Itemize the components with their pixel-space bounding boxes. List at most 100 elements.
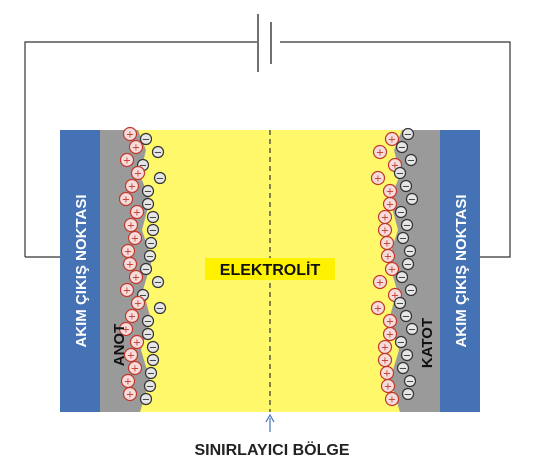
negative-ion-left: − (143, 249, 157, 263)
negative-ion-right: − (394, 335, 408, 349)
negative-ion-right: − (401, 257, 415, 271)
ion-layer: +−+−+−+−+−+−+−+−+−+−+−+−+−+−+−+−+−+−+−+−… (118, 126, 419, 407)
svg-text:−: − (397, 338, 405, 349)
svg-text:+: + (134, 169, 142, 180)
negative-ion-left: − (141, 197, 155, 211)
svg-text:−: − (396, 169, 404, 180)
negative-ion-left: − (141, 327, 155, 341)
svg-text:−: − (144, 330, 152, 341)
svg-text:+: + (124, 247, 132, 258)
positive-ion-left: + (122, 256, 138, 272)
svg-text:−: − (406, 377, 414, 388)
svg-text:−: − (403, 351, 411, 362)
svg-text:−: − (149, 226, 157, 237)
positive-ion-left: + (127, 230, 143, 246)
svg-text:−: − (142, 265, 150, 276)
negative-ion-right: − (405, 322, 419, 336)
negative-ion-left: − (146, 223, 160, 237)
positive-ion-left: + (129, 334, 145, 350)
negative-ion-left: − (144, 366, 158, 380)
svg-text:+: + (376, 278, 384, 289)
positive-ion-right: + (370, 300, 386, 316)
svg-text:+: + (386, 187, 394, 198)
negative-ion-left: − (146, 210, 160, 224)
svg-text:−: − (403, 221, 411, 232)
positive-ion-left: + (128, 269, 144, 285)
positive-ion-right: + (382, 326, 398, 342)
negative-ion-left: − (139, 132, 153, 146)
svg-text:+: + (381, 356, 389, 367)
boundary-label: SINIRLAYICI BÖLGE (195, 440, 350, 459)
positive-ion-right: + (382, 183, 398, 199)
svg-text:−: − (149, 356, 157, 367)
positive-ion-right: + (372, 144, 388, 160)
positive-ion-left: + (120, 373, 136, 389)
negative-ion-right: − (404, 283, 418, 297)
svg-text:−: − (149, 213, 157, 224)
negative-ion-left: − (146, 353, 160, 367)
svg-text:−: − (402, 312, 410, 323)
svg-text:+: + (123, 286, 131, 297)
positive-ion-right: + (382, 196, 398, 212)
negative-ion-right: − (403, 244, 417, 258)
positive-ion-right: + (384, 391, 400, 407)
svg-text:+: + (127, 351, 135, 362)
negative-ion-right: − (396, 361, 410, 375)
positive-ion-left: + (120, 243, 136, 259)
negative-ion-left: − (151, 275, 165, 289)
svg-text:+: + (131, 234, 139, 245)
svg-text:−: − (398, 143, 406, 154)
positive-ion-right: + (372, 274, 388, 290)
svg-text:+: + (122, 325, 130, 336)
svg-text:+: + (126, 390, 134, 401)
svg-text:−: − (156, 174, 164, 185)
svg-text:+: + (133, 208, 141, 219)
svg-text:−: − (142, 135, 150, 146)
positive-ion-left: + (130, 165, 146, 181)
svg-text:−: − (142, 395, 150, 406)
svg-text:+: + (376, 148, 384, 159)
positive-ion-right: + (377, 339, 393, 355)
positive-ion-right: + (380, 248, 396, 264)
svg-text:−: − (404, 260, 412, 271)
positive-ion-left: + (124, 178, 140, 194)
negative-ion-left: − (144, 236, 158, 250)
svg-text:−: − (407, 156, 415, 167)
svg-text:+: + (383, 239, 391, 250)
svg-text:+: + (131, 364, 139, 375)
positive-ion-left: + (128, 139, 144, 155)
circuit-wire (24, 41, 511, 258)
negative-ion-right: − (404, 153, 418, 167)
negative-ion-right: − (396, 231, 410, 245)
svg-text:−: − (139, 291, 147, 302)
svg-text:+: + (134, 299, 142, 310)
svg-text:−: − (146, 382, 154, 393)
negative-ion-right: − (394, 205, 408, 219)
svg-text:+: + (126, 130, 134, 141)
svg-text:−: − (402, 182, 410, 193)
positive-ion-left: + (118, 191, 134, 207)
negative-ion-right: − (401, 387, 415, 401)
cathode-label: KATOT (419, 318, 436, 368)
negative-ion-right: − (401, 127, 415, 141)
svg-text:+: + (128, 182, 136, 193)
svg-text:+: + (374, 304, 382, 315)
negative-ion-left: − (146, 340, 160, 354)
svg-text:−: − (404, 390, 412, 401)
positive-ion-left: + (119, 152, 135, 168)
negative-ion-right: − (403, 374, 417, 388)
svg-text:−: − (144, 200, 152, 211)
svg-text:+: + (128, 312, 136, 323)
negative-ion-left: − (141, 314, 155, 328)
positive-ion-right: + (379, 365, 395, 381)
svg-text:+: + (381, 343, 389, 354)
svg-text:+: + (388, 135, 396, 146)
svg-text:−: − (396, 299, 404, 310)
negative-ion-right: − (405, 192, 419, 206)
negative-ion-left: − (141, 184, 155, 198)
electrolyte-label-bg (205, 258, 335, 280)
cathode-electrode (402, 130, 440, 412)
positive-ion-left: + (123, 217, 139, 233)
svg-text:−: − (147, 239, 155, 250)
